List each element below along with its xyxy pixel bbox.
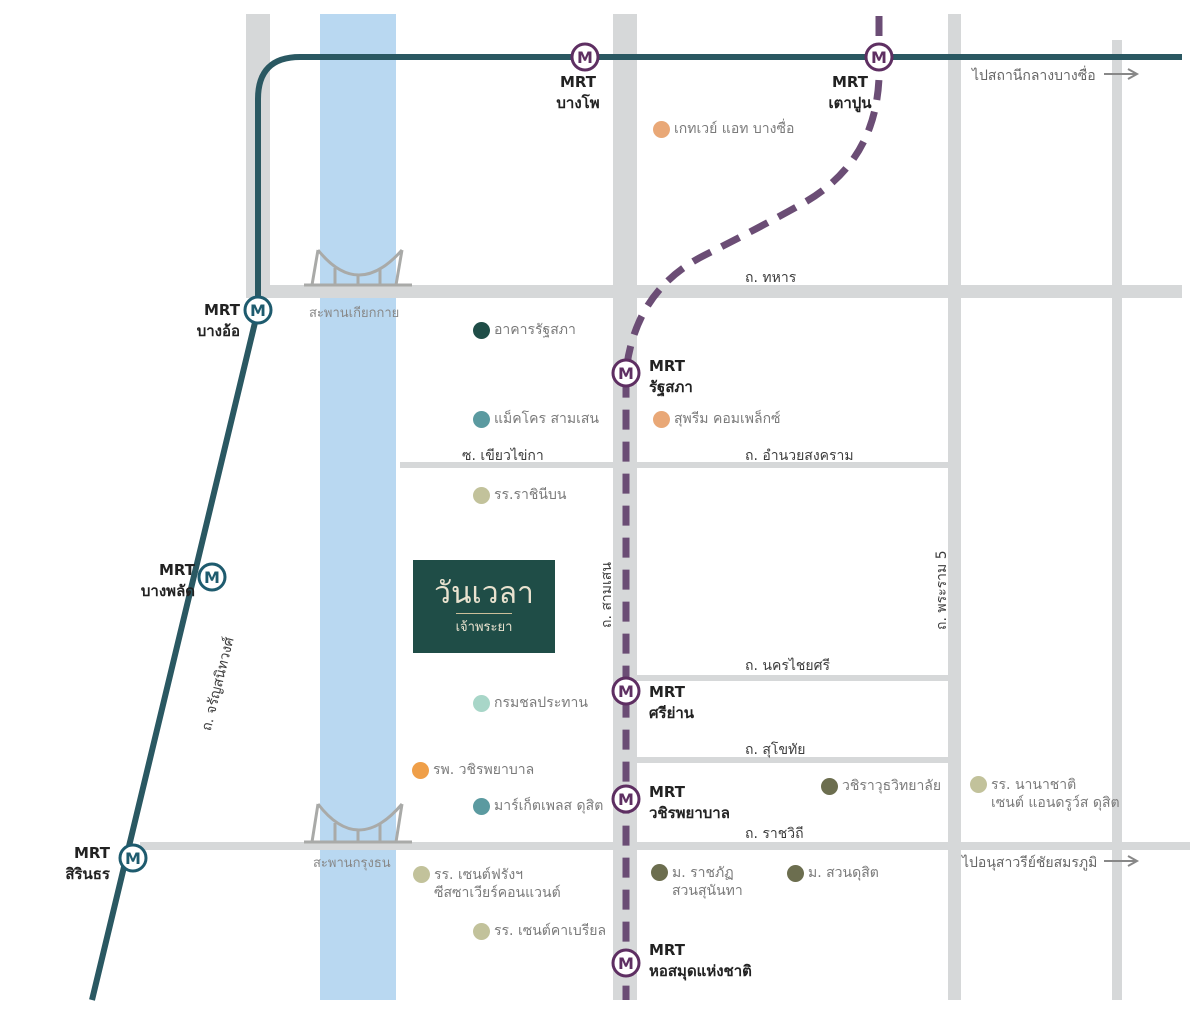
poi-dot <box>821 777 838 795</box>
poi-suan-sunandha: ม. ราชภัฏ สวนสุนันทา <box>651 864 743 900</box>
station-tao-poon-label: MRT เตาปูน <box>828 73 872 112</box>
logo-sub-text: เจ้าพระยา <box>455 612 513 637</box>
project-logo: วันเวลา เจ้าพระยา <box>413 560 555 653</box>
poi-st-gabriel: รร. เซนต์คาเบรียล <box>473 922 606 940</box>
poi-dot <box>473 797 490 815</box>
mrt-marker-icon: M <box>197 562 227 592</box>
mrt-marker-icon: M <box>611 358 641 388</box>
poi-gateway-bang-sue: เกทเวย์ แอท บางซื่อ <box>653 120 794 138</box>
logo-main-text: วันเวลา <box>434 575 534 611</box>
mrt-marker-icon: M <box>570 42 600 72</box>
poi-suan-dusit: ม. สวนดุสิต <box>787 864 879 882</box>
road-label-rama5: ถ. พระราม 5 <box>934 550 950 630</box>
poi-rajini-bon: รร.ราชินีบน <box>473 486 566 504</box>
mrt-marker-tao-poon: M <box>871 48 887 67</box>
poi-royal-irrigation: กรมชลประทาน <box>473 694 588 712</box>
road-label-sukhothai: ถ. สุโขทัย <box>745 742 806 758</box>
road-nakhon-chaisi <box>637 675 948 681</box>
poi-dot <box>473 922 490 940</box>
road-east-vertical <box>1112 40 1122 1000</box>
station-ratthasapha-label: MRT รัฐสภา <box>649 357 693 396</box>
poi-st-francis-xavier: รร. เซนต์ฟรังฯ ซีสซาเวียร์คอนแวนต์ <box>413 866 561 902</box>
poi-st-andrews: รร. นานาชาติ เซนต์ แอนดรูว์ส ดุสิต <box>970 776 1120 812</box>
bridge-kiakkai <box>304 249 412 287</box>
poi-dot <box>653 120 670 138</box>
road-label-khiao-khai-ka: ซ. เขียวไข่กา <box>462 448 544 464</box>
road-label-thahan: ถ. ทหาร <box>745 270 797 286</box>
road-ratchawithi <box>140 842 1190 850</box>
poi-dot <box>473 486 490 504</box>
road-label-nakhon-chaisi: ถ. นครไชยศรี <box>745 658 830 674</box>
station-sirindhorn-label: MRT สิรินธร <box>65 844 110 883</box>
poi-vajiravudh-college: วชิราวุธวิทยาลัย <box>821 777 941 795</box>
station-bang-o-label: MRT บางอ้อ <box>196 301 240 340</box>
poi-dot <box>473 410 490 428</box>
poi-dot <box>787 864 804 882</box>
poi-dot <box>473 694 490 712</box>
mrt-marker-vajira: M <box>618 790 634 809</box>
mrt-marker-sirindhorn: M <box>125 849 141 868</box>
road-sukhothai <box>637 757 948 763</box>
poi-vajira-hospital: รพ. วชิรพยาบาล <box>412 761 534 779</box>
poi-supreme-complex: สุพรีม คอมเพล็กซ์ <box>653 410 781 428</box>
station-bang-phlat-label: MRT บางพลัด <box>140 561 195 600</box>
road-label-samsen: ถ. สามเสน <box>599 562 615 628</box>
station-vajira-label: MRT วชิรพยาบาล <box>649 783 730 822</box>
station-bang-pho-label: MRT บางโพ <box>556 73 600 112</box>
road-label-ratchawithi: ถ. ราชวิถี <box>745 826 804 842</box>
mrt-marker-bang-o: M <box>250 301 266 320</box>
mrt-purple-line <box>622 16 883 1000</box>
mrt-marker-national-library: M <box>618 954 634 973</box>
mrt-marker-bang-pho: M <box>577 48 593 67</box>
mrt-marker-bang-phlat: M <box>204 568 220 587</box>
road-rama5 <box>948 14 961 1000</box>
station-national-library-label: MRT หอสมุดแห่งชาติ <box>649 941 752 980</box>
station-si-yan-label: MRT ศรีย่าน <box>649 683 695 722</box>
direction-bang-sue: ไปสถานีกลางบางซื่อ <box>972 68 1096 84</box>
mrt-marker-si-yan: M <box>618 682 634 701</box>
bridge-label-krungthon: สะพานกรุงธน <box>313 856 391 871</box>
poi-makro-samsen: แม็คโคร สามเสน <box>473 410 599 428</box>
mrt-marker-icon: M <box>118 843 148 873</box>
poi-dot <box>412 761 429 779</box>
poi-dot <box>970 776 987 793</box>
arrow-right-icon <box>1104 855 1140 867</box>
road-khiao-khai-ka <box>400 462 948 468</box>
bridge-krungthon <box>304 803 412 844</box>
poi-dot <box>653 410 670 428</box>
arrow-right-icon <box>1104 68 1140 80</box>
direction-victory-monument: ไปอนุสาวรีย์ชัยสมรภูมิ <box>962 855 1098 871</box>
poi-marketplace-dusit: มาร์เก็ตเพลส ดุสิต <box>473 797 603 815</box>
bridge-label-kiakkai: สะพานเกียกกาย <box>309 306 400 321</box>
poi-dot <box>413 866 430 883</box>
mrt-blue-line <box>89 54 1182 1001</box>
poi-dot <box>473 321 490 339</box>
poi-parliament: อาคารรัฐสภา <box>473 321 576 339</box>
mrt-marker-icon: M <box>611 784 641 814</box>
mrt-marker-icon: M <box>611 948 641 978</box>
mrt-marker-icon: M <box>243 295 273 325</box>
mrt-marker-icon: M <box>864 42 894 72</box>
mrt-marker-ratthasapha: M <box>618 364 634 383</box>
road-label-amnuai-songkhram: ถ. อำนวยสงคราม <box>745 448 854 464</box>
poi-dot <box>651 864 668 881</box>
road-thahan <box>246 285 1182 298</box>
mrt-marker-icon: M <box>611 676 641 706</box>
